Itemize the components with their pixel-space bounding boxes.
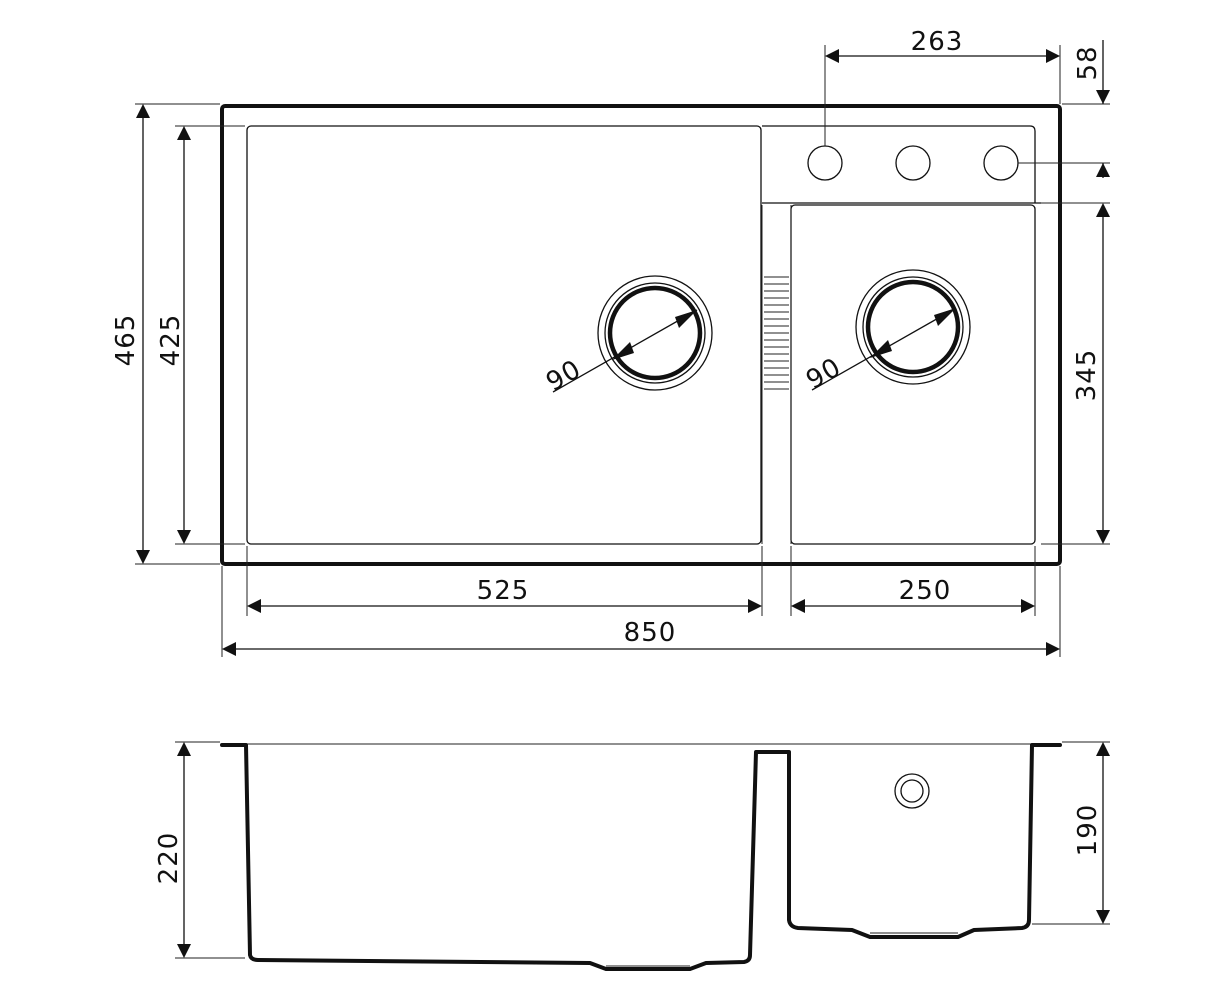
tap-hole-3 (983, 145, 1019, 181)
small-drain (855, 269, 971, 385)
overflow-hole (894, 773, 930, 809)
inner-depth-label: 425 (156, 314, 186, 367)
small-drain-diameter-label: 90 (801, 352, 846, 396)
overflow-slot (764, 276, 789, 390)
inner-rim (762, 125, 1041, 204)
dim-tap-hole-offset: 58 (1018, 40, 1110, 178)
top-view: 90 90 465 425 (111, 27, 1110, 657)
large-bowl-height-label: 220 (154, 832, 184, 885)
small-bowl-height-label: 190 (1073, 804, 1103, 857)
dim-bowl-widths: 525 250 (246, 546, 1036, 616)
overall-depth-label: 465 (111, 314, 141, 367)
large-bowl-width-label: 525 (477, 576, 530, 606)
tap-hole-2 (895, 145, 931, 181)
dim-tap-hole-span: 263 (824, 27, 1061, 146)
large-drain-diameter-dim: 90 (541, 309, 698, 398)
tap-hole-span-label: 263 (911, 27, 964, 57)
dim-inner-depth: 425 (156, 125, 245, 545)
large-drain (597, 275, 713, 391)
small-bowl-width-label: 250 (899, 576, 952, 606)
side-view: 220 190 (154, 741, 1110, 971)
large-drain-diameter-label: 90 (541, 354, 586, 398)
tap-holes (807, 145, 1019, 181)
overall-width-label: 850 (624, 618, 677, 648)
tap-hole-1 (807, 145, 843, 181)
sink-outer-frame (220, 104, 1062, 566)
dim-large-bowl-height: 220 (154, 741, 245, 959)
dim-small-bowl-depth: 345 (1041, 202, 1110, 545)
side-profile (220, 743, 1062, 971)
tap-hole-offset-label: 58 (1073, 45, 1103, 80)
dim-overall-width: 850 (221, 566, 1061, 657)
large-bowl (246, 125, 762, 545)
small-bowl-depth-label: 345 (1072, 349, 1102, 402)
small-drain-diameter-dim: 90 (801, 307, 957, 396)
dim-overall-depth: 465 (111, 103, 220, 565)
dim-small-bowl-height: 190 (1032, 741, 1110, 925)
